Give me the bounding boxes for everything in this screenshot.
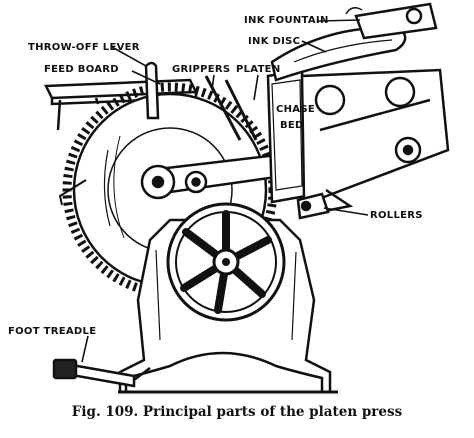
chase-bed: [266, 68, 308, 204]
label-ink-disc: INK DISC: [248, 36, 300, 47]
label-throw-off-lever: THROW-OFF LEVER: [28, 42, 140, 53]
figure-caption: Fig. 109. Principal parts of the platen …: [71, 404, 403, 420]
label-grippers: GRIPPERS: [172, 64, 230, 75]
label-feed-board: FEED BOARD: [44, 64, 119, 75]
label-foot-treadle: FOOT TREADLE: [8, 326, 96, 337]
platen-body: [300, 68, 450, 214]
label-platen: PLATEN: [236, 64, 281, 75]
label-chase: CHASE: [276, 104, 315, 115]
label-rollers: ROLLERS: [370, 210, 423, 221]
rollers: [296, 192, 330, 220]
flywheel: [166, 202, 286, 322]
throw-off-lever: [144, 61, 160, 120]
leader-lines: [81, 19, 369, 363]
ink-fountain: [345, 2, 438, 40]
label-ink-fountain: INK FOUNTAIN: [244, 15, 329, 26]
label-bed: BED: [280, 120, 304, 131]
foot-treadle: [52, 358, 151, 388]
ink-disc: [270, 26, 407, 82]
